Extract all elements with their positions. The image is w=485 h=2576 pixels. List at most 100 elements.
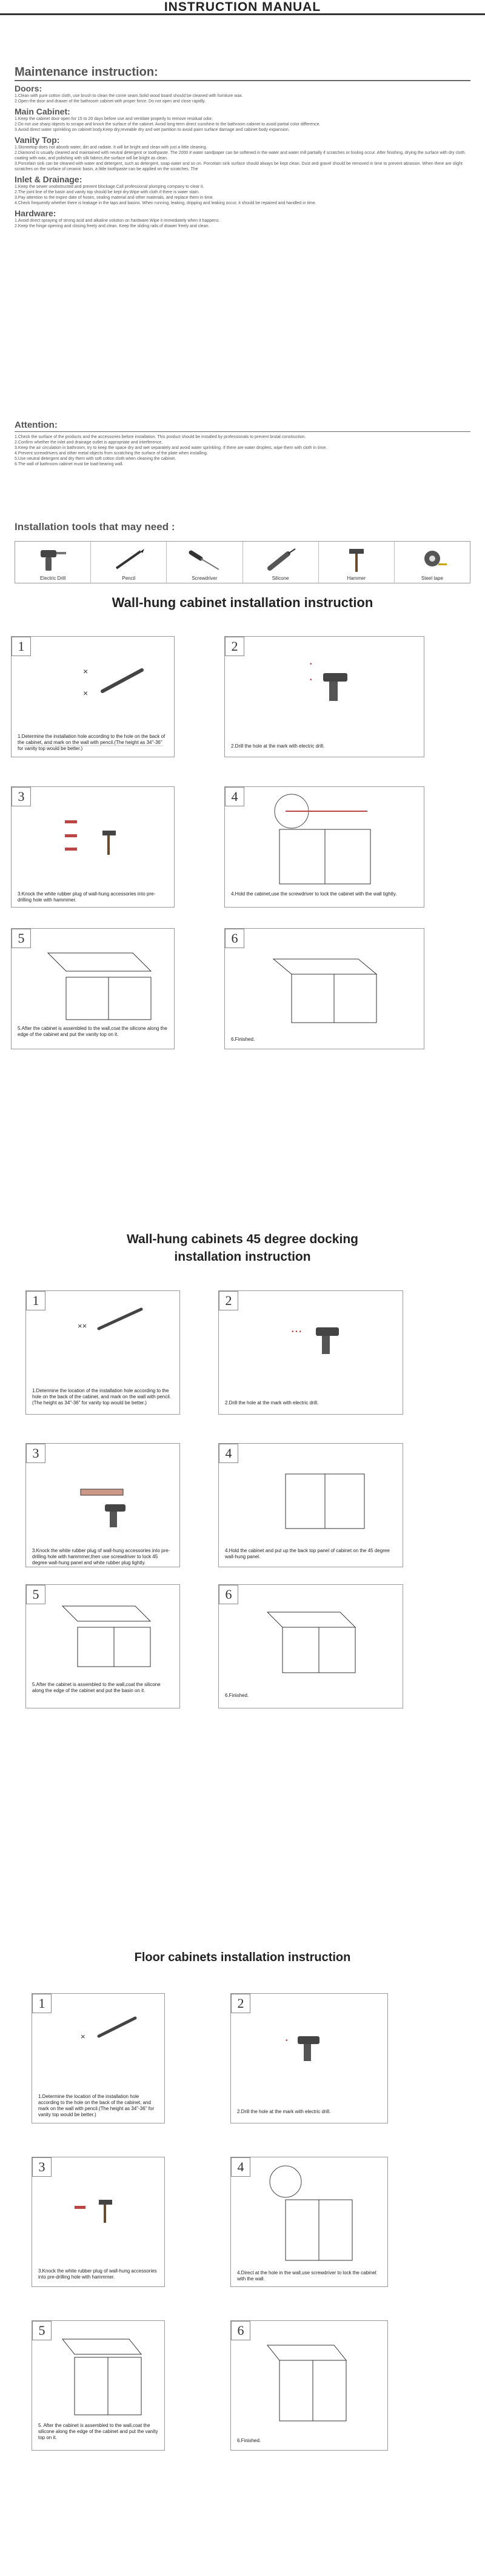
step-number: 4 — [231, 2157, 250, 2177]
mark-holes-illustration: ×× — [78, 1307, 143, 1330]
section1-step-3: 3 3.Knock the white rubber plug of wall-… — [11, 786, 175, 908]
vanity-top-line: 1.Stoneetop does not absorb water, dirt … — [15, 145, 207, 150]
attention-line: 2.Confirm whether the inlet and drainage… — [15, 440, 163, 445]
tool-label: Silicone — [272, 576, 289, 581]
step-caption: 2.Drill the hole at the mark with electr… — [225, 1400, 319, 1406]
place-top-illustration — [61, 2339, 142, 2415]
step-caption: 4.Direct at the hole in the wall,use scr… — [237, 2270, 376, 2282]
wall-panel-illustration — [80, 1489, 125, 1527]
step-number: 2 — [219, 1291, 238, 1310]
section1-step-1: ×× 1 1.Determine the installation hole a… — [11, 636, 175, 757]
step-caption: 4.Hold the cabinet and put up the back t… — [225, 1548, 390, 1559]
tool-pencil: Pencil — [91, 542, 167, 583]
hammer-icon — [349, 549, 364, 572]
main-cabinet-line: 3.Avoid direct water sprinkling on cabin… — [15, 128, 290, 132]
step-number: 4 — [225, 787, 244, 806]
step-number: 5 — [26, 1585, 45, 1604]
tool-label: Pencil — [122, 576, 136, 581]
step-number: 3 — [32, 2157, 52, 2177]
section1-step-5: 5 5.After the cabinet is assembled to th… — [11, 928, 175, 1049]
plugs-hammer-illustration — [65, 820, 116, 855]
svg-text:×: × — [81, 2032, 85, 2041]
lock-cabinet-illustration — [274, 794, 371, 885]
svg-text:•: • — [310, 661, 312, 668]
drill-wall-illustration: • — [286, 2036, 319, 2061]
attention-heading: Attention: — [15, 420, 58, 430]
silicone-icon — [267, 548, 296, 571]
section2-step-3: 3 3.Knock the white rubber plug of wall-… — [25, 1443, 180, 1567]
step-caption: 3.Knock the white rubber plug of wall-hu… — [38, 2268, 157, 2280]
hardware-line: 1.Avoid direct spraying of strong acid a… — [15, 219, 220, 223]
attention-line: 3.Keep the air circulation in bathroom, … — [15, 446, 327, 450]
drill-icon — [41, 550, 67, 571]
step-caption: 1.Determine the location of the installa… — [32, 1388, 172, 1406]
step-caption: 3.Knock the white rubber plug of wall-hu… — [32, 1548, 170, 1565]
step-caption: 1.Determine the location of the installa… — [38, 2094, 155, 2117]
main-cabinet-heading: Main Cabinet: — [15, 107, 70, 116]
mark-holes-illustration: × — [81, 2016, 137, 2041]
section1-title: Wall-hung cabinet installation instructi… — [112, 595, 373, 610]
section3-step-6: 6 6.Finished. — [230, 2320, 388, 2451]
tool-label: Electric Drill — [39, 576, 66, 581]
finished-cabinet-illustration — [266, 1612, 356, 1673]
svg-text:•: • — [310, 677, 312, 683]
tool-silicone: Silicone — [243, 542, 319, 583]
step-number: 3 — [26, 1444, 45, 1463]
tool-label: Screwdriver — [192, 576, 218, 581]
tools-strip: Electric Drill Pencil Screwdriver Silico… — [15, 541, 470, 583]
steel-tape-icon — [424, 551, 447, 566]
section2-title: Wall-hung cabinets 45 degree docking — [127, 1232, 358, 1246]
tool-steel-tape: Steel tape — [395, 542, 470, 583]
vanity-top-heading: Vanity Top: — [15, 135, 60, 145]
section2-step-5: 5 5.After the cabinet is assembled to th… — [25, 1584, 180, 1708]
maintenance-section: Maintenance instruction: Doors: 1.Clean … — [15, 65, 470, 229]
vanity-top-line: 3.Porcelain sink can be cleaned with wat… — [15, 162, 463, 171]
step-number: 6 — [225, 929, 244, 948]
finished-floor-cabinet-illustration — [266, 2345, 347, 2422]
attention-line: 6.The wall of bathroom cabinet must be l… — [15, 462, 124, 466]
manual-header: INSTRUCTION MANUAL — [0, 0, 485, 18]
section2-step-1: ×× 1 1.Determine the location of the ins… — [25, 1290, 180, 1415]
step-caption: 1.Determine the installation hole accord… — [18, 734, 166, 751]
main-cabinet-line: 2.Do not use sharp objects to scrape and… — [15, 122, 321, 127]
finished-cabinet-illustration — [272, 958, 378, 1023]
place-top-illustration — [47, 952, 152, 1020]
header-rule — [0, 13, 485, 15]
step-number: 5 — [12, 929, 31, 948]
section2-subtitle: installation instruction — [174, 1250, 311, 1264]
attention-line: 1.Check the surface of the products and … — [15, 435, 306, 439]
section3-step-5: 5 5. After the cabinet is assembled to t… — [32, 2320, 165, 2451]
doors-line: 2.Open the door and drawer of the bathro… — [15, 99, 206, 104]
step-caption: 3.Knock the white rubber plug of wall-hu… — [18, 891, 156, 903]
step-number: 2 — [225, 637, 244, 656]
step-number: 1 — [12, 637, 31, 656]
step-caption: 4.Hold the cabinet,use the screwdriver t… — [231, 891, 397, 897]
step-caption: 5.After the cabinet is assembled to the … — [32, 1682, 161, 1693]
section2-step-6: 6 6.Finished. — [218, 1584, 403, 1708]
tool-label: Steel tape — [421, 576, 443, 581]
main-cabinet-line: 1.Keep the cabinet door open for 15 to 2… — [15, 117, 213, 121]
step-number: 6 — [219, 1585, 238, 1604]
step-caption: 6.Finished. — [231, 1037, 255, 1042]
section1-step-4: 4 4.Hold the cabinet,use the screwdriver… — [224, 786, 424, 908]
drill-wall-illustration: • • • — [292, 1327, 339, 1354]
pencil-icon — [116, 549, 145, 569]
section3-title: Floor cabinets installation instruction — [134, 1951, 351, 1964]
plugs-hammer-illustration — [75, 2200, 112, 2223]
doors-line: 1.Clean with pure cotton cloth, use brus… — [15, 94, 243, 98]
screwdriver-icon — [189, 550, 219, 570]
step-caption: 2.Drill the hole at the mark with electr… — [231, 743, 325, 749]
step-caption: 2.Drill the hole at the mark with electr… — [237, 2109, 331, 2114]
step-caption: 6.Finished. — [237, 2438, 261, 2443]
step-number: 3 — [12, 787, 31, 806]
tool-label: Hammer — [347, 576, 366, 581]
step-number: 4 — [219, 1444, 238, 1463]
svg-text:××: ×× — [78, 1321, 87, 1330]
inlet-drainage-line: 2.The joint line of the basin and vanity… — [15, 190, 199, 194]
maintenance-title: Maintenance instruction: — [15, 65, 158, 79]
step-caption: 6.Finished. — [225, 1693, 249, 1698]
step-number: 1 — [32, 1994, 52, 2013]
section3-step-3: 3 3.Knock the white rubber plug of wall-… — [32, 2157, 165, 2287]
drill-wall-illustration: •• — [310, 661, 347, 701]
vanity-top-line: 2.Diamond is usually cleaned and maintai… — [15, 151, 466, 161]
